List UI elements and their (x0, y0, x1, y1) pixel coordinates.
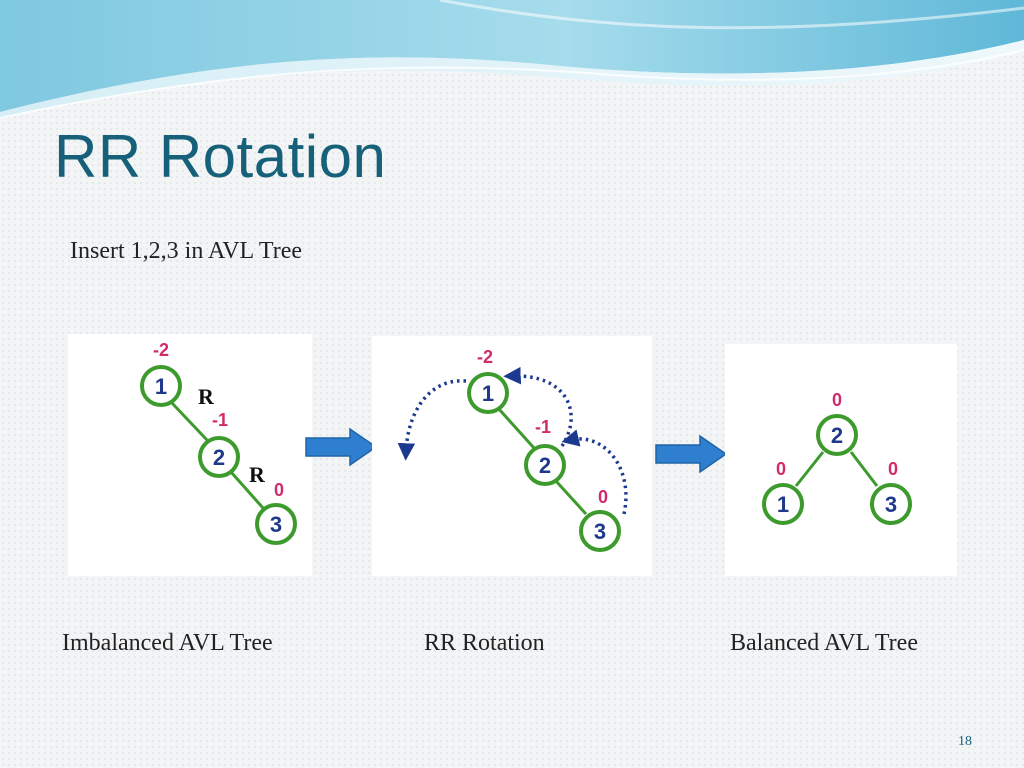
tree-node-1: 1 (467, 372, 509, 414)
balance-factor: 0 (274, 480, 284, 500)
tree-node-1: 1 (140, 365, 182, 407)
header-wave-banner (0, 0, 1024, 119)
edge-label-r: R (249, 462, 266, 487)
node-label: 1 (155, 374, 167, 399)
balance-factor: -1 (212, 410, 228, 430)
page-number: 18 (958, 734, 972, 749)
tree-edge (849, 451, 879, 487)
panel-balanced-tree: 2 0 1 0 3 0 (725, 344, 957, 576)
caption-rr-rotation: RR Rotation (424, 630, 545, 656)
node-label: 2 (213, 445, 225, 470)
rotation-arrow-icon (397, 379, 467, 461)
tree-node-3: 3 (579, 510, 621, 552)
panel-rr-rotation: 1 -2 2 -1 3 0 (372, 336, 652, 576)
caption-balanced: Balanced AVL Tree (730, 630, 918, 656)
tree-node-2: 2 (198, 436, 240, 478)
node-label: 3 (885, 492, 897, 517)
slide-title: RR Rotation (54, 123, 387, 190)
tree-node-3: 3 (255, 503, 297, 545)
balance-factor: -1 (535, 417, 551, 437)
balance-factor: 0 (776, 459, 786, 479)
caption-imbalanced: Imbalanced AVL Tree (62, 630, 273, 656)
node-label: 2 (831, 423, 843, 448)
tree-node-1: 1 (762, 483, 804, 525)
node-label: 1 (777, 492, 789, 517)
node-label: 2 (539, 453, 551, 478)
balance-factor: 0 (888, 459, 898, 479)
balance-factor: 0 (832, 390, 842, 410)
node-label: 1 (482, 381, 494, 406)
tree-edge (794, 451, 825, 487)
panel-imbalanced-tree: 1 -2 2 -1 3 0 R R (68, 334, 312, 576)
transition-arrow-icon (305, 427, 378, 467)
balance-factor: -2 (477, 347, 493, 367)
node-label: 3 (594, 519, 606, 544)
transition-arrow-icon (655, 434, 728, 474)
rotation-arrow-icon (561, 429, 628, 515)
tree-node-2: 2 (816, 414, 858, 456)
tree-edge (496, 406, 536, 450)
edge-label-r: R (198, 384, 215, 409)
balance-factor: 0 (598, 487, 608, 507)
tree-edge (229, 471, 265, 509)
tree-edge (553, 478, 588, 516)
tree-node-3: 3 (870, 483, 912, 525)
tree-edge (169, 400, 209, 442)
balance-factor: -2 (153, 340, 169, 360)
slide-subtitle: Insert 1,2,3 in AVL Tree (70, 238, 303, 264)
node-label: 3 (270, 512, 282, 537)
tree-node-2: 2 (524, 444, 566, 486)
